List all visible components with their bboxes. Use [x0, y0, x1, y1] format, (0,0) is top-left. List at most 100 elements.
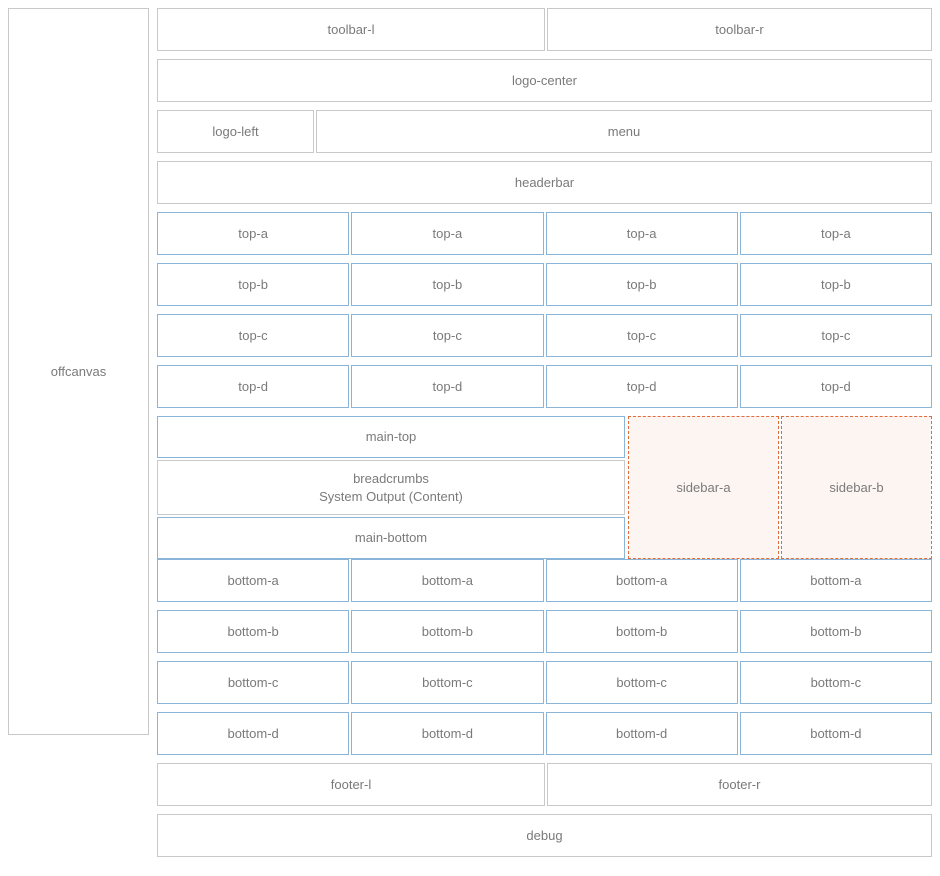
region-main-bottom[interactable]: main-bottom	[157, 517, 625, 559]
region-cell-label: bottom-d	[421, 725, 474, 741]
region-cell-label: top-a	[432, 225, 463, 241]
region-footer-r[interactable]: footer-r	[547, 763, 932, 806]
region-top-a-3[interactable]: top-a	[545, 212, 738, 255]
region-cell-label: top-b	[238, 276, 268, 292]
region-top-d-4[interactable]: top-d	[739, 365, 932, 408]
region-cell-label: top-c	[821, 327, 851, 343]
region-cell-label: bottom-a	[615, 572, 668, 588]
region-bottom-d-2[interactable]: bottom-d	[351, 712, 544, 755]
region-cell-label: top-d	[626, 378, 657, 394]
logo-left-label: logo-left	[212, 123, 259, 139]
region-main-top[interactable]: main-top	[157, 416, 625, 458]
sidebar-b-column: sidebar-b	[781, 416, 932, 559]
region-row-bottom-b: bottom-b bottom-b bottom-b bottom-b	[157, 610, 932, 653]
footer-l-label: footer-l	[330, 776, 372, 792]
sidebar-b-label: sidebar-b	[829, 479, 884, 495]
region-top-a-1[interactable]: top-a	[157, 212, 350, 255]
region-row-top-c: top-c top-c top-c top-c	[157, 314, 932, 357]
region-bottom-d-4[interactable]: bottom-d	[739, 712, 932, 755]
region-debug[interactable]: debug	[157, 814, 932, 857]
menu-label: menu	[607, 123, 641, 139]
region-cell-label: bottom-c	[616, 674, 667, 690]
sidebar-a-label: sidebar-a	[676, 479, 731, 495]
region-cell-label: top-c	[432, 327, 462, 343]
region-menu[interactable]: menu	[316, 110, 932, 153]
region-logo-left[interactable]: logo-left	[157, 110, 314, 153]
region-cell-label: bottom-c	[227, 674, 279, 690]
sidebar-a-column: sidebar-a	[628, 416, 779, 559]
region-cell-label: bottom-d	[810, 725, 862, 741]
footer-row: footer-l footer-r	[157, 763, 932, 806]
debug-label: debug	[526, 827, 563, 843]
region-cell-label: bottom-d	[615, 725, 668, 741]
region-top-c-4[interactable]: top-c	[739, 314, 932, 357]
region-cell-label: top-a	[821, 225, 851, 241]
offcanvas-region[interactable]: offcanvas	[8, 8, 149, 735]
headerbar-label: headerbar	[514, 174, 575, 190]
region-toolbar-l[interactable]: toolbar-l	[157, 8, 545, 51]
region-cell-label: top-d	[432, 378, 463, 394]
region-row-bottom-d: bottom-d bottom-d bottom-d bottom-d	[157, 712, 932, 755]
region-logo-center[interactable]: logo-center	[157, 59, 932, 102]
region-top-b-3[interactable]: top-b	[545, 263, 738, 306]
region-bottom-d-1[interactable]: bottom-d	[157, 712, 350, 755]
debug-row: debug	[157, 814, 932, 857]
region-bottom-a-4[interactable]: bottom-a	[739, 559, 932, 602]
breadcrumbs-label: breadcrumbs	[353, 471, 429, 487]
region-bottom-b-3[interactable]: bottom-b	[545, 610, 738, 653]
region-footer-l[interactable]: footer-l	[157, 763, 545, 806]
region-bottom-d-3[interactable]: bottom-d	[545, 712, 738, 755]
region-bottom-b-4[interactable]: bottom-b	[739, 610, 932, 653]
main-stack: toolbar-l toolbar-r logo-center logo-lef…	[157, 8, 932, 868]
region-cell-label: bottom-a	[421, 572, 474, 588]
region-cell-label: bottom-d	[227, 725, 279, 741]
region-cell-label: bottom-a	[810, 572, 862, 588]
region-top-a-2[interactable]: top-a	[351, 212, 544, 255]
region-cell-label: bottom-b	[615, 623, 668, 639]
region-cell-label: top-a	[626, 225, 657, 241]
region-row-top-d: top-d top-d top-d top-d	[157, 365, 932, 408]
toolbar-row: toolbar-l toolbar-r	[157, 8, 932, 51]
region-cell-label: bottom-a	[227, 572, 279, 588]
content-band: main-top breadcrumbs System Output (Cont…	[157, 416, 932, 559]
region-top-c-2[interactable]: top-c	[351, 314, 544, 357]
region-top-d-2[interactable]: top-d	[351, 365, 544, 408]
offcanvas-label: offcanvas	[50, 363, 107, 379]
region-headerbar[interactable]: headerbar	[157, 161, 932, 204]
region-breadcrumbs[interactable]: breadcrumbs System Output (Content)	[157, 460, 625, 515]
region-cell-label: top-b	[821, 276, 851, 292]
region-bottom-b-1[interactable]: bottom-b	[157, 610, 350, 653]
region-bottom-b-2[interactable]: bottom-b	[351, 610, 544, 653]
region-top-d-3[interactable]: top-d	[545, 365, 738, 408]
region-bottom-a-1[interactable]: bottom-a	[157, 559, 350, 602]
region-cell-label: top-a	[238, 225, 268, 241]
region-top-a-4[interactable]: top-a	[739, 212, 932, 255]
region-sidebar-a[interactable]: sidebar-a	[628, 416, 779, 559]
region-cell-label: top-c	[627, 327, 657, 343]
region-toolbar-r[interactable]: toolbar-r	[547, 8, 932, 51]
region-bottom-c-2[interactable]: bottom-c	[351, 661, 544, 704]
region-top-c-1[interactable]: top-c	[157, 314, 350, 357]
region-bottom-c-4[interactable]: bottom-c	[739, 661, 932, 704]
region-cell-label: top-d	[238, 378, 268, 394]
system-output-label: System Output (Content)	[319, 488, 463, 504]
region-cell-label: bottom-c	[422, 674, 473, 690]
logo-center-row: logo-center	[157, 59, 932, 102]
region-top-b-2[interactable]: top-b	[351, 263, 544, 306]
region-top-b-1[interactable]: top-b	[157, 263, 350, 306]
region-sidebar-b[interactable]: sidebar-b	[781, 416, 932, 559]
region-cell-label: bottom-b	[227, 623, 279, 639]
headerbar-row: headerbar	[157, 161, 932, 204]
region-bottom-c-3[interactable]: bottom-c	[545, 661, 738, 704]
toolbar-r-label: toolbar-r	[715, 21, 764, 37]
region-cell-label: bottom-c	[810, 674, 862, 690]
region-top-d-1[interactable]: top-d	[157, 365, 350, 408]
footer-r-label: footer-r	[718, 776, 761, 792]
region-top-c-3[interactable]: top-c	[545, 314, 738, 357]
region-bottom-a-3[interactable]: bottom-a	[545, 559, 738, 602]
region-bottom-c-1[interactable]: bottom-c	[157, 661, 350, 704]
region-top-b-4[interactable]: top-b	[739, 263, 932, 306]
region-bottom-a-2[interactable]: bottom-a	[351, 559, 544, 602]
region-cell-label: top-c	[238, 327, 268, 343]
